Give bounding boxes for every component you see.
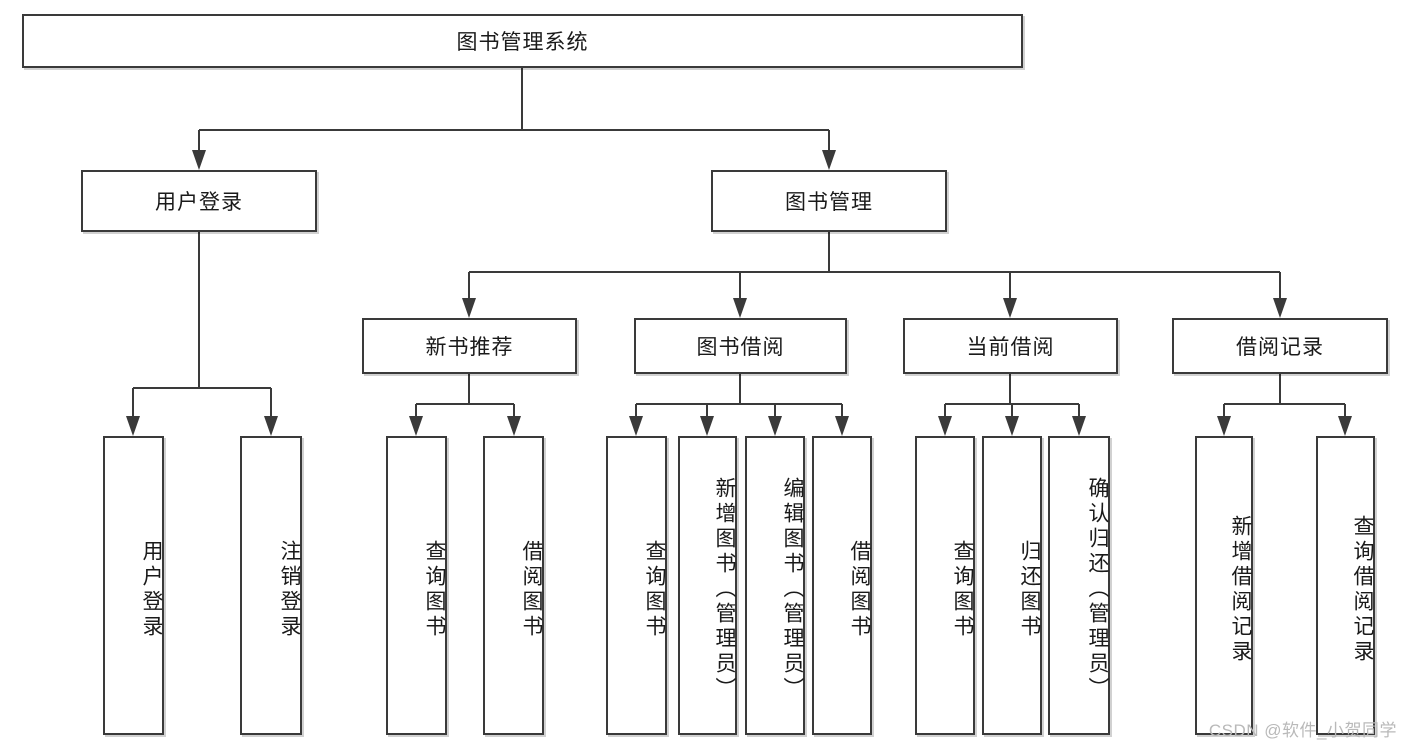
node-leaf-query-book-3[interactable]: 查询图书 [915,436,975,735]
node-leaf-add-book[interactable]: 新增图书（管理员） [678,436,737,735]
node-leaf-query-record[interactable]: 查询借阅记录 [1316,436,1375,735]
node-label: 借阅图书 [848,539,871,640]
node-leaf-query-book-1[interactable]: 查询图书 [386,436,447,735]
node-current-borrow[interactable]: 当前借阅 [903,318,1118,374]
node-label: 新增图书（管理员） [713,477,736,702]
node-leaf-return-book[interactable]: 归还图书 [982,436,1042,735]
node-label: 归还图书 [1018,539,1041,640]
node-label: 查询图书 [643,539,666,640]
node-label: 新增借阅记录 [1229,514,1252,665]
node-label: 借阅图书 [520,539,543,640]
node-leaf-borrow-book-1[interactable]: 借阅图书 [483,436,544,735]
node-borrow-record[interactable]: 借阅记录 [1172,318,1388,374]
node-leaf-confirm-return[interactable]: 确认归还（管理员） [1048,436,1110,735]
node-label: 借阅记录 [1236,336,1324,359]
node-label: 用户登录 [155,191,243,214]
node-label: 用户登录 [140,539,163,640]
node-label: 确认归还（管理员） [1086,477,1109,702]
node-new-book-recommend[interactable]: 新书推荐 [362,318,577,374]
node-root-book-management-system[interactable]: 图书管理系统 [22,14,1023,68]
node-leaf-logout[interactable]: 注销登录 [240,436,302,735]
node-label: 当前借阅 [966,336,1055,359]
node-user-login[interactable]: 用户登录 [81,170,317,232]
node-leaf-user-login[interactable]: 用户登录 [103,436,164,735]
node-label: 查询图书 [423,539,446,640]
node-leaf-edit-book[interactable]: 编辑图书（管理员） [745,436,805,735]
node-book-management[interactable]: 图书管理 [711,170,947,232]
node-label: 图书管理 [785,191,873,214]
node-book-borrow[interactable]: 图书借阅 [634,318,847,374]
node-label: 图书管理系统 [456,31,589,54]
node-label: 编辑图书（管理员） [781,477,804,702]
node-label: 新书推荐 [425,336,514,359]
node-label: 注销登录 [278,539,301,640]
node-label: 图书借阅 [696,336,785,359]
node-label: 查询借阅记录 [1351,514,1374,665]
node-leaf-add-record[interactable]: 新增借阅记录 [1195,436,1253,735]
csdn-watermark: CSDN @软件_小贺同学 [1208,721,1397,740]
node-label: 查询图书 [951,539,974,640]
node-leaf-query-book-2[interactable]: 查询图书 [606,436,667,735]
node-leaf-borrow-book-2[interactable]: 借阅图书 [812,436,872,735]
